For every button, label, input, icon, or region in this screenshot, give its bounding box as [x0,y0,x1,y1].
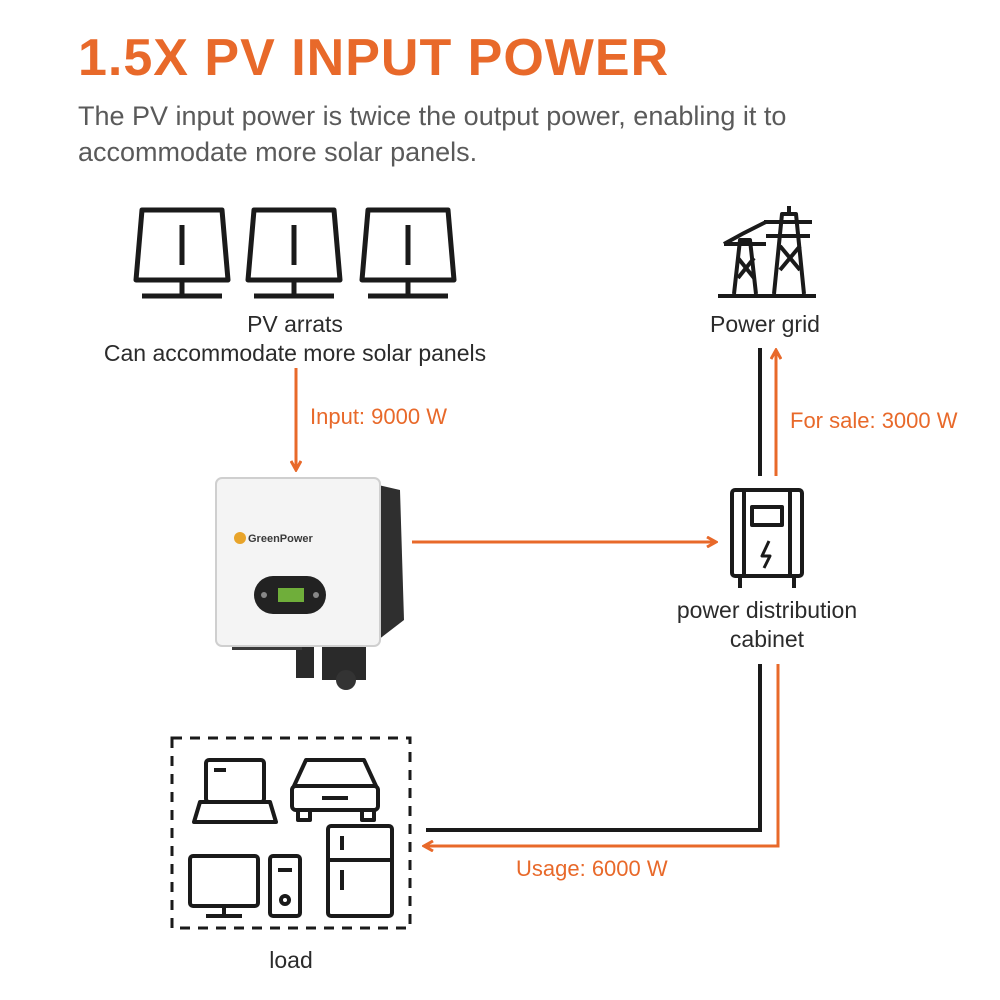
pv-array-title: PV arrats [247,311,343,337]
solar-panel-icon [133,207,231,299]
input-flow-label: Input: 9000 W [310,404,447,429]
page-title: 1.5X PV INPUT POWER [78,29,670,87]
pc-tower-icon [268,854,302,918]
power-grid-tower-icon [718,206,816,298]
desktop-monitor-icon [188,854,260,918]
car-icon [290,758,380,822]
distribution-cabinet-icon [730,488,804,588]
pv-array-subtitle: Can accommodate more solar panels [103,340,487,366]
load-box [170,736,412,930]
refrigerator-icon [326,824,394,918]
usage-flow-arrow [424,664,780,846]
laptop-icon [192,758,278,824]
cabinet-label-line1: power distribution [676,597,858,623]
load-label: load [269,947,313,973]
cabinet-label: power distribution cabinet [640,596,894,654]
page-subtitle: The PV input power is twice the output p… [78,101,787,167]
load-line-black [426,664,762,832]
cabinet-label-line2: cabinet [729,626,805,652]
solar-panel-icon [359,207,457,299]
power-grid-label: Power grid [710,311,820,337]
sale-flow-label: For sale: 3000 W [790,408,958,433]
usage-flow-label: Usage: 6000 W [516,856,668,881]
solar-panel-icon [245,207,343,299]
inverter-device [215,477,404,690]
inverter-brand-label: GreenPower [248,533,314,545]
pv-array-label: PV arrats Can accommodate more solar pan… [60,310,530,368]
